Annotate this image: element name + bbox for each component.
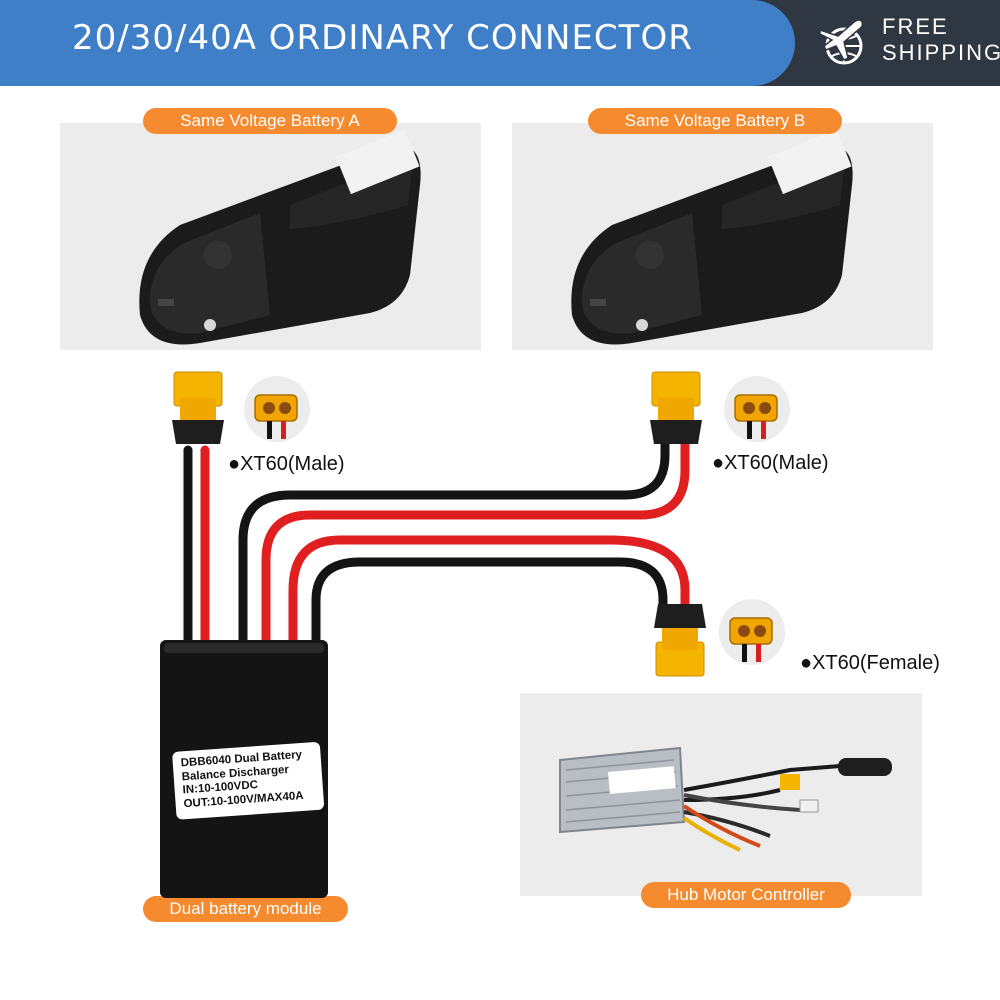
- free-shipping-line2: SHIPPING: [882, 40, 1000, 65]
- free-shipping-badge: FREE SHIPPING: [882, 14, 1000, 66]
- connector-a-label: ●XT60(Male): [228, 453, 345, 475]
- xt60-male-a-face-icon: [243, 375, 311, 443]
- xt60-male-a: [171, 371, 225, 445]
- battery-a-caption: Same Voltage Battery A: [143, 108, 397, 134]
- module-spec-label: DBB6040 Dual Battery Balance Discharger …: [172, 741, 325, 820]
- xt60-male-b: [649, 371, 703, 445]
- xt60-male-b-face-icon: [723, 375, 791, 443]
- battery-b-image: [571, 129, 853, 345]
- wire-out-negative: [311, 557, 668, 650]
- battery-a-image: [139, 129, 421, 345]
- free-shipping-line1: FREE: [882, 14, 949, 39]
- module-top-edge: [164, 643, 324, 653]
- plane-globe-icon: [819, 19, 864, 65]
- module-caption: Dual battery module: [143, 896, 348, 922]
- xt60-female-face-icon: [718, 598, 786, 666]
- battery-b-caption: Same Voltage Battery B: [588, 108, 842, 134]
- wire-b-positive: [261, 435, 690, 650]
- wire-out-positive: [288, 535, 690, 650]
- title-banner: [0, 0, 795, 86]
- controller-image: [559, 746, 892, 852]
- controller-caption: Hub Motor Controller: [641, 882, 851, 908]
- connector-b-label: ●XT60(Male): [712, 452, 829, 474]
- wire-b-negative: [238, 435, 670, 650]
- xt60-female-out: [653, 603, 707, 677]
- connector-out-label: ●XT60(Female): [800, 652, 940, 674]
- page-title: 20/30/40A ORDINARY CONNECTOR: [72, 18, 693, 58]
